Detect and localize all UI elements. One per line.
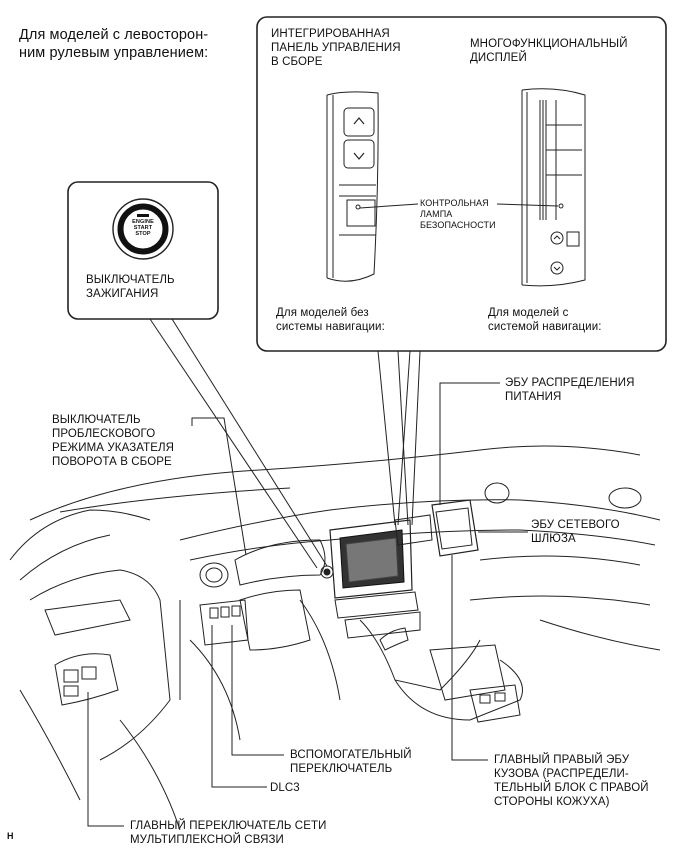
dashboard-interior — [9, 445, 661, 831]
lamp-leader-right — [496, 203, 559, 207]
multi-display-title: МНОГОФУНКЦИОНАЛЬНЫЙ ДИСПЛЕЙ — [470, 38, 628, 64]
gateway-ecu-label: ЭБУ СЕТЕВОГО ШЛЮЗА — [531, 519, 620, 545]
ignition-leader-right — [171, 318, 328, 567]
panel-leader-4 — [411, 350, 421, 526]
ignition-leader-left — [149, 318, 318, 569]
ignition-callout-box — [67, 181, 219, 320]
engine-start-button-text: ENGINE START STOP — [132, 219, 154, 237]
hazard-switch-label: ВЫКЛЮЧАТЕЛЬ ПРОБЛЕСКОВОГО РЕЖИМА УКАЗАТЕ… — [52, 414, 175, 468]
with-nav-caption: Для моделей с системой навигации: — [488, 307, 602, 333]
integrated-panel-title: ИНТЕГРИРОВАННАЯ ПАНЕЛЬ УПРАВЛЕНИЯ В СБОР… — [271, 28, 401, 68]
power-ecu-leader — [439, 382, 500, 505]
no-nav-caption: Для моделей без системы навигации: — [276, 307, 385, 333]
engine-start-button-icon — [112, 198, 174, 260]
power-ecu-label: ЭБУ РАСПРЕДЕЛЕНИЯ ПИТАНИЯ — [505, 377, 635, 403]
hazard-switch-leader — [191, 417, 247, 556]
lhd-models-heading: Для моделей с левосторон- ним рулевым уп… — [19, 27, 209, 61]
panel-leader-3 — [397, 350, 411, 526]
multi-display-drawing — [521, 88, 586, 287]
main-body-ecu-leader — [451, 555, 488, 761]
dlc3-leader — [211, 625, 267, 788]
figure-mark: H — [7, 831, 14, 841]
lamp-leader-left — [359, 203, 419, 209]
panel-leader-2 — [397, 350, 409, 526]
multiplex-leader — [87, 692, 124, 827]
aux-switch-leader — [231, 625, 284, 756]
multiplex-switch-label: ГЛАВНЫЙ ПЕРЕКЛЮЧАТЕЛЬ СЕТИ МУЛЬТИПЛЕКСНО… — [130, 820, 327, 846]
integrated-panel-drawing — [326, 91, 379, 282]
ignition-switch-label: ВЫКЛЮЧАТЕЛЬ ЗАЖИГАНИЯ — [86, 274, 175, 300]
main-body-ecu-label: ГЛАВНЫЙ ПРАВЫЙ ЭБУ КУЗОВА (РАСПРЕДЕЛИ- Т… — [494, 754, 649, 808]
panel-leader-1 — [377, 350, 396, 526]
panel-callout-box — [256, 16, 667, 352]
security-lamp-label: КОНТРОЛЬНАЯ ЛАМПА БЕЗОПАСНОСТИ — [420, 198, 496, 230]
aux-switch-label: ВСПОМОГАТЕЛЬНЫЙ ПЕРЕКЛЮЧАТЕЛЬ — [290, 749, 412, 775]
dlc3-label: DLC3 — [270, 782, 300, 794]
